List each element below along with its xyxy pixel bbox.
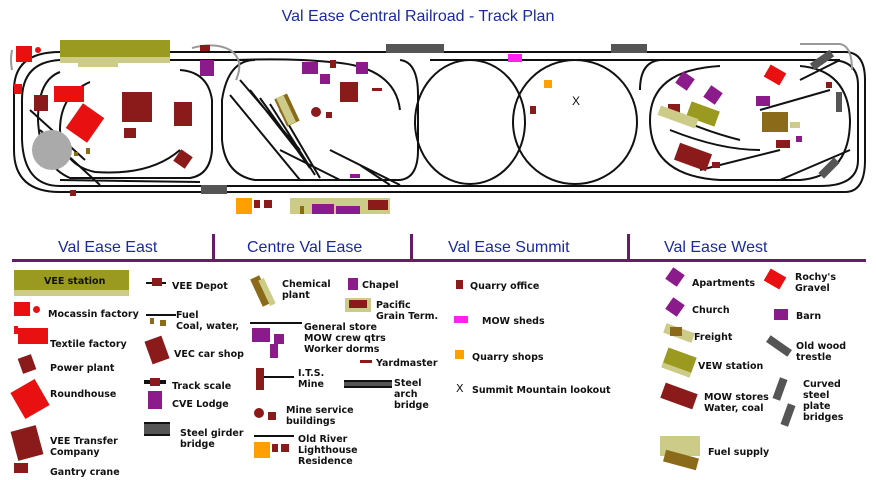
centre-buildings bbox=[236, 60, 390, 214]
mow-stores-swatch bbox=[660, 382, 698, 410]
legend-chemical-plant: Chemical plant bbox=[282, 279, 331, 301]
legend-steel-girder-bridge: Steel girder bridge bbox=[180, 428, 244, 450]
general-store-swatch bbox=[270, 344, 278, 358]
vee-depot-swatch bbox=[152, 278, 162, 286]
legend-quarry-office: Quarry office bbox=[470, 281, 540, 292]
section-divider-line bbox=[12, 259, 866, 262]
apartments-swatch bbox=[665, 267, 685, 287]
mine-service-swatch bbox=[254, 408, 264, 418]
legend-mine-service: Mine service buildings bbox=[286, 405, 354, 427]
general-store-swatch bbox=[252, 328, 270, 342]
yardmaster-swatch bbox=[360, 360, 372, 363]
legend-roundhouse: Roundhouse bbox=[50, 389, 117, 400]
cve-lodge-swatch bbox=[148, 391, 162, 409]
textile-factory-swatch bbox=[14, 326, 18, 334]
legend-quarry-shops: Quarry shops bbox=[472, 352, 544, 363]
lookout-swatch: X bbox=[456, 382, 464, 395]
track-scale-swatch bbox=[150, 378, 160, 386]
old-wood-trestle-swatch bbox=[766, 335, 792, 357]
barn-swatch bbox=[774, 309, 788, 320]
steel-girder-bridge-swatch bbox=[144, 422, 170, 436]
west-buildings bbox=[657, 64, 832, 172]
legend-barn: Barn bbox=[796, 311, 822, 322]
legend-vee-depot: VEE Depot bbox=[172, 281, 228, 292]
section-divider bbox=[627, 234, 630, 262]
old-river-swatch bbox=[272, 444, 278, 452]
old-river-swatch bbox=[254, 442, 270, 458]
vew-station-swatch bbox=[661, 347, 697, 378]
church-swatch bbox=[665, 297, 685, 317]
pacific-grain-swatch bbox=[349, 300, 367, 308]
mocassin-factory-swatch bbox=[33, 306, 40, 313]
legend-old-river: Old River Lighthouse Residence bbox=[298, 434, 358, 467]
legend-chapel: Chapel bbox=[362, 280, 399, 291]
its-mine-swatch bbox=[264, 376, 294, 378]
freight-swatch bbox=[670, 327, 682, 336]
quarry-shops-swatch bbox=[455, 350, 464, 359]
general-store-swatch bbox=[274, 334, 284, 344]
gantry-crane-swatch bbox=[14, 463, 28, 473]
chapel-swatch bbox=[348, 278, 358, 290]
legend-textile-factory: Textile factory bbox=[50, 339, 127, 350]
vee-transfer-swatch bbox=[10, 425, 44, 461]
legend-its-mine: I.T.S. Mine bbox=[298, 368, 325, 390]
section-west-heading: Val Ease West bbox=[664, 239, 768, 256]
quarry-office-swatch bbox=[456, 280, 463, 289]
vee-station-swatch bbox=[14, 270, 129, 296]
legend-mow-stores: MOW stores Water, coal bbox=[704, 392, 769, 414]
track-plan: X bbox=[10, 40, 866, 214]
legend-freight: Freight bbox=[694, 332, 733, 343]
legend-mow-sheds: MOW sheds bbox=[482, 316, 545, 327]
curved-steel-bridges-swatch bbox=[780, 403, 796, 427]
section-divider bbox=[410, 234, 413, 262]
bridges bbox=[201, 44, 842, 194]
textile-factory-swatch bbox=[18, 328, 48, 344]
power-plant-swatch bbox=[17, 354, 37, 374]
legend-curved-steel-bridges: Curved steel plate bridges bbox=[803, 379, 844, 423]
fuel-swatch bbox=[160, 320, 166, 326]
page-title: Val Ease Central Railroad - Track Plan bbox=[281, 8, 555, 25]
legend-pacific-grain: Pacific Grain Term. bbox=[376, 300, 439, 322]
steel-arch-bridge-swatch bbox=[344, 380, 392, 388]
mocassin-factory-swatch bbox=[14, 302, 30, 316]
old-river-swatch bbox=[281, 444, 289, 452]
legend-gantry-crane: Gantry crane bbox=[50, 467, 120, 478]
legend-fuel: Fuel Coal, water, bbox=[176, 310, 240, 332]
legend-vew-station: VEW station bbox=[698, 361, 764, 372]
its-mine-swatch bbox=[256, 368, 264, 390]
section-centre-heading: Centre Val Ease bbox=[247, 239, 363, 256]
general-store-swatch bbox=[250, 322, 302, 324]
legend-yardmaster: Yardmaster bbox=[376, 358, 438, 369]
fuel-swatch bbox=[146, 314, 176, 316]
legend-rochys-gravel: Rochy's Gravel bbox=[795, 272, 836, 294]
legend-vec-car-shop: VEC car shop bbox=[174, 349, 244, 360]
legend-church: Church bbox=[692, 305, 730, 316]
legend-fuel-supply: Fuel supply bbox=[708, 447, 770, 458]
legend-general-store: General store MOW crew qtrs Worker dorms bbox=[304, 322, 386, 355]
mow-sheds-swatch bbox=[454, 316, 468, 323]
legend-vee-station: VEE station bbox=[44, 276, 106, 287]
summit-lookout-marker: X bbox=[572, 94, 580, 108]
legend-power-plant: Power plant bbox=[50, 363, 115, 374]
roundhouse-swatch bbox=[10, 379, 50, 419]
mine-service-swatch bbox=[268, 412, 276, 420]
curved-steel-bridges-swatch bbox=[772, 377, 788, 401]
section-east-heading: Val Ease East bbox=[58, 239, 158, 256]
section-summit-heading: Val Ease Summit bbox=[448, 239, 570, 256]
vec-car-shop-swatch bbox=[144, 335, 170, 365]
legend-steel-arch-bridge: Steel arch bridge bbox=[394, 378, 429, 411]
legend-track-scale: Track scale bbox=[172, 381, 232, 392]
legend-old-wood-trestle: Old wood trestle bbox=[796, 341, 847, 363]
section-divider bbox=[212, 234, 215, 262]
old-river-swatch bbox=[254, 435, 294, 437]
fuel-swatch bbox=[150, 318, 154, 324]
east-buildings bbox=[14, 40, 214, 196]
rochys-gravel-swatch bbox=[763, 268, 787, 290]
summit-buildings bbox=[508, 54, 552, 114]
legend-cve-lodge: CVE Lodge bbox=[172, 399, 229, 410]
legend-vee-transfer: VEE Transfer Company bbox=[50, 436, 118, 458]
legend-mocassin-factory: Mocassin factory bbox=[48, 309, 139, 320]
legend-lookout: Summit Mountain lookout bbox=[472, 385, 611, 396]
legend-apartments: Apartments bbox=[692, 278, 756, 289]
